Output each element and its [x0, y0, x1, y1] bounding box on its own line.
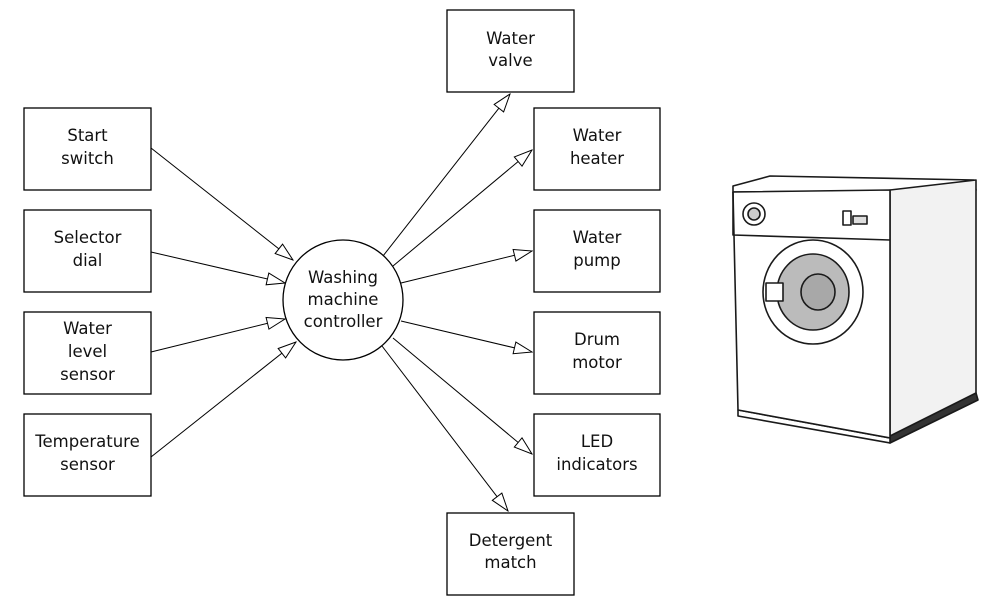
- arrow-start-switch-to-controller: [150, 147, 293, 260]
- input-water-level-sensor: Water level sensor: [23, 311, 152, 395]
- input-start-switch: Start switch: [23, 107, 152, 191]
- controller-node: Washing machine controller: [282, 239, 404, 361]
- arrow-controller-to-led-indicators: [392, 337, 532, 454]
- output-water-heater-line-1: Water: [573, 126, 622, 145]
- output-water-valve-line-1: Water: [486, 29, 535, 48]
- arrow-controller-to-detergent-match: [381, 345, 508, 511]
- input-water-level-sensor-line-1: Water: [63, 319, 112, 338]
- input-water-level-sensor-line-2: level: [68, 342, 107, 361]
- arrow-controller-to-water-heater: [392, 150, 532, 267]
- input-start-switch-line-1: Start: [67, 126, 108, 145]
- output-led-indicators-line-2: indicators: [556, 455, 637, 474]
- controller-line-1: Washing: [308, 268, 378, 287]
- controller-line-2: machine: [308, 290, 379, 309]
- output-detergent-match-line-2: match: [484, 553, 536, 572]
- output-led-indicators-line-1: LED: [581, 432, 613, 451]
- output-water-heater: Water heater: [533, 107, 661, 191]
- controller-line-3: controller: [304, 312, 383, 331]
- input-temperature-sensor: Temperature sensor: [23, 413, 152, 497]
- output-water-pump: Water pump: [533, 209, 661, 293]
- output-water-valve: Water valve: [446, 9, 575, 93]
- arrow-controller-to-drum-motor: [400, 320, 532, 352]
- output-detergent-match: Detergent match: [446, 512, 575, 596]
- output-drum-motor-line-2: motor: [572, 353, 622, 372]
- output-water-heater-line-2: heater: [570, 149, 624, 168]
- output-water-pump-line-1: Water: [573, 228, 622, 247]
- input-temperature-sensor-line-1: Temperature: [34, 432, 140, 451]
- washing-machine-illustration: [732, 175, 979, 444]
- input-selector-dial: Selector dial: [23, 209, 152, 293]
- input-temperature-sensor-line-2: sensor: [60, 455, 115, 474]
- arrow-controller-to-water-pump: [400, 251, 532, 284]
- input-selector-dial-line-1: Selector: [54, 228, 122, 247]
- input-start-switch-line-2: switch: [61, 149, 114, 168]
- output-led-indicators: LED indicators: [533, 413, 661, 497]
- output-drum-motor: Drum motor: [533, 311, 661, 395]
- input-water-level-sensor-line-3: sensor: [60, 365, 115, 384]
- output-water-valve-line-2: valve: [488, 51, 532, 70]
- input-selector-dial-line-2: dial: [73, 251, 103, 270]
- output-drum-motor-line-1: Drum: [574, 330, 620, 349]
- arrow-water-level-sensor-to-controller: [150, 319, 285, 353]
- output-detergent-match-line-1: Detergent: [469, 531, 553, 550]
- arrow-selector-dial-to-controller: [150, 251, 285, 283]
- arrow-controller-to-water-valve: [382, 94, 510, 257]
- arrow-temperature-sensor-to-controller: [150, 342, 296, 458]
- output-water-pump-line-2: pump: [573, 251, 620, 270]
